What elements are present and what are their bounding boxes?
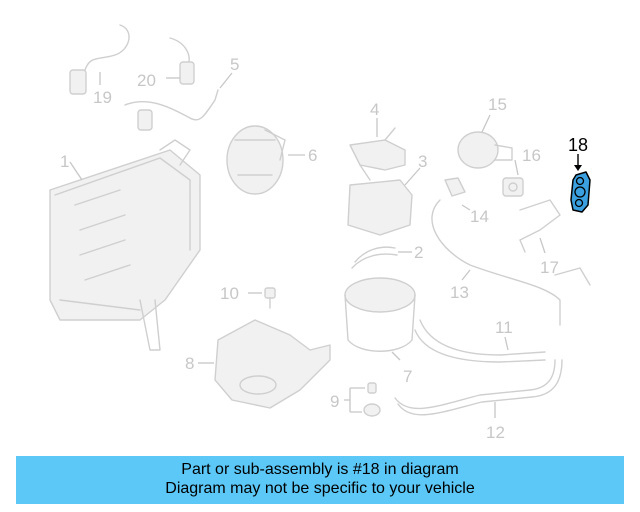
leader-14 xyxy=(461,204,471,211)
leader-13 xyxy=(461,269,471,281)
leader-1 xyxy=(69,161,83,181)
leader-18-arrowhead xyxy=(574,165,582,171)
callout-4[interactable]: 4 xyxy=(370,100,379,119)
callout-18[interactable]: 18 xyxy=(568,135,588,155)
part-20-oxygen-sensor[interactable] xyxy=(169,37,195,85)
part-12-pipe[interactable] xyxy=(394,359,563,416)
part-17-pipe[interactable] xyxy=(519,199,561,253)
part-2-hose[interactable] xyxy=(351,246,398,269)
part-11-hose[interactable] xyxy=(414,319,546,363)
part-8-bracket[interactable] xyxy=(214,319,331,409)
callout-17[interactable]: 17 xyxy=(540,258,559,277)
part-7-air-pump[interactable] xyxy=(344,277,416,352)
part-3-bracket[interactable] xyxy=(347,179,413,236)
callout-16[interactable]: 16 xyxy=(522,146,541,165)
leader-9 xyxy=(344,387,365,413)
part-18-hole-upper xyxy=(575,176,585,186)
callout-15[interactable]: 15 xyxy=(488,95,507,114)
callout-8[interactable]: 8 xyxy=(185,354,194,373)
part-1-canister[interactable] xyxy=(49,139,201,351)
callout-12[interactable]: 12 xyxy=(486,423,505,442)
leader-7 xyxy=(391,351,401,361)
part-6-purge-valve[interactable] xyxy=(226,125,286,195)
callout-1[interactable]: 1 xyxy=(60,152,69,171)
part-9-grommet[interactable] xyxy=(363,382,381,417)
banner-line-1: Part or sub-assembly is #18 in diagram xyxy=(181,461,459,478)
info-banner: Part or sub-assembly is #18 in diagram D… xyxy=(16,456,624,504)
callout-11[interactable]: 11 xyxy=(495,318,513,337)
callout-7[interactable]: 7 xyxy=(403,367,412,386)
part-18-hole-center xyxy=(574,186,586,198)
part-10-bolt[interactable] xyxy=(264,287,276,309)
callout-3[interactable]: 3 xyxy=(418,152,427,171)
leader-3 xyxy=(404,167,421,186)
leader-11 xyxy=(504,336,509,351)
parts-diagram: 1 19 20 5 6 xyxy=(49,24,591,442)
leader-15 xyxy=(481,114,491,133)
part-14-gasket[interactable] xyxy=(444,177,466,197)
part-16-gasket[interactable] xyxy=(502,177,524,197)
part-13-pipe[interactable] xyxy=(431,199,591,326)
callout-6[interactable]: 6 xyxy=(308,146,317,165)
part-5-harness[interactable] xyxy=(124,89,219,131)
callout-20[interactable]: 20 xyxy=(137,71,156,90)
callout-10[interactable]: 10 xyxy=(220,284,239,303)
part-4-valve[interactable] xyxy=(349,127,406,181)
callout-19[interactable]: 19 xyxy=(93,88,112,107)
leader-5 xyxy=(219,72,233,89)
banner-line-2: Diagram may not be specific to your vehi… xyxy=(165,480,475,497)
part-15-valve[interactable] xyxy=(457,131,513,169)
callout-9[interactable]: 9 xyxy=(330,392,339,411)
part-19-oxygen-sensor[interactable] xyxy=(69,24,130,95)
callout-5[interactable]: 5 xyxy=(230,55,239,74)
part-18-hole-lower xyxy=(574,198,584,208)
callout-13[interactable]: 13 xyxy=(450,283,469,302)
leader-16 xyxy=(514,159,519,176)
callout-2[interactable]: 2 xyxy=(414,243,423,262)
leader-17 xyxy=(539,237,546,254)
part-18-gasket-highlighted[interactable] xyxy=(570,171,591,213)
callout-14[interactable]: 14 xyxy=(470,207,489,226)
